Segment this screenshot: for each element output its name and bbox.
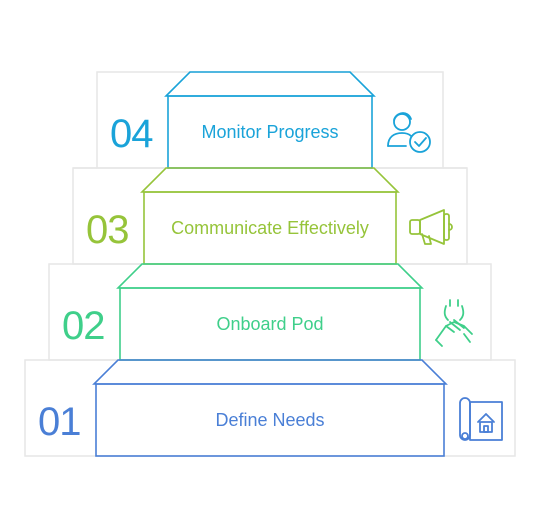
step-4-label: Monitor Progress: [201, 122, 339, 142]
step-2-block: [116, 263, 424, 361]
step-1-label: Define Needs: [215, 410, 325, 430]
blueprint-house-icon: [452, 392, 508, 448]
step-2-top: [116, 263, 424, 289]
step-3-block: [140, 167, 400, 265]
step-2-label: Onboard Pod: [216, 314, 324, 334]
step-3-top: [140, 167, 400, 193]
step-2-number: 02: [62, 304, 105, 348]
user-check-icon: [380, 104, 436, 160]
megaphone-icon: [404, 200, 460, 256]
step-3-number: 03: [86, 208, 129, 252]
step-4-block: [164, 71, 376, 169]
step-2-back-plate: [48, 263, 492, 361]
step-1-face: [95, 383, 445, 457]
step-3-label: Communicate Effectively: [171, 218, 369, 238]
step-4-number: 04: [110, 112, 153, 156]
step-1-top: [92, 359, 448, 385]
step-1-number: 01: [38, 400, 81, 444]
handshake-icon: [428, 296, 484, 352]
step-1-back-plate: [24, 359, 516, 457]
step-4-top: [164, 71, 376, 97]
step-1-block: [92, 359, 448, 457]
